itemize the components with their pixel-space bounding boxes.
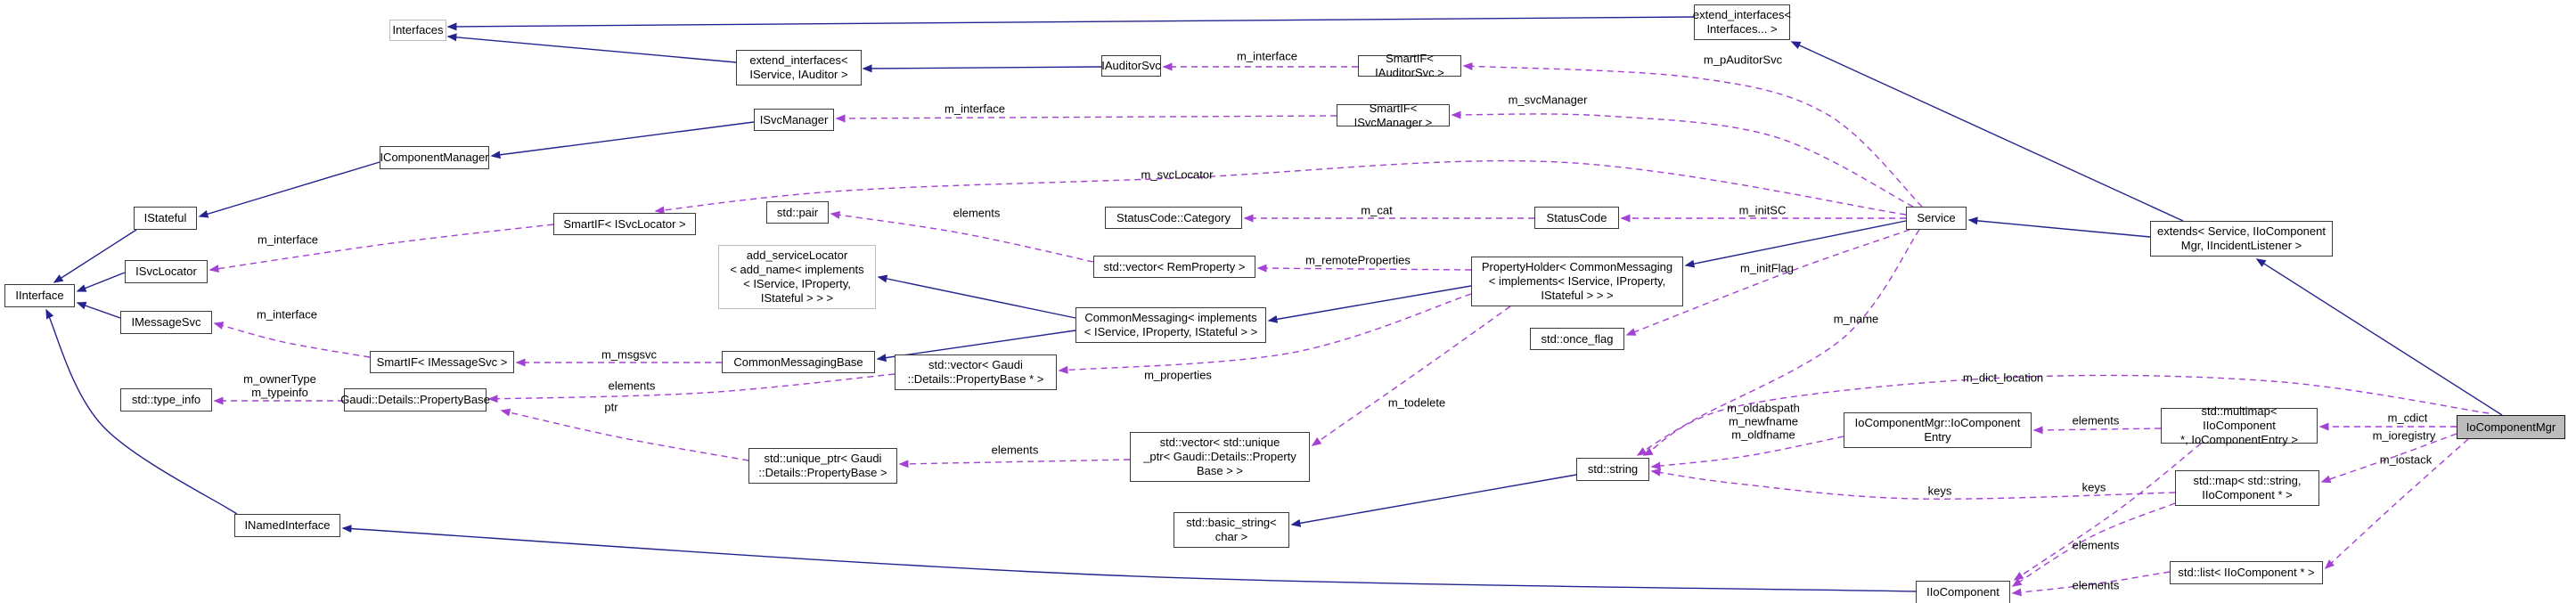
edge-commonmessaging-to-add_servicelocator [877, 274, 1076, 319]
edge-propertyholder-to-vector_remprop [1256, 264, 1472, 273]
edge-istateful-to-iinterface [53, 229, 137, 283]
node-statuscode[interactable]: StatusCode [1534, 207, 1619, 229]
node-vector_remprop[interactable]: std::vector< RemProperty > [1093, 256, 1255, 278]
edge-iocomponentmgr-to-list [2324, 438, 2469, 570]
node-list[interactable]: std::list< IIoComponent * > [2170, 561, 2323, 584]
node-extif_service_auditor[interactable]: extend_interfaces< IService, IAuditor > [736, 50, 862, 86]
edge-icomponentmanager-to-istateful [198, 161, 380, 218]
node-once_flag[interactable]: std::once_flag [1530, 328, 1624, 350]
edge-smartif_svcmanager-to-isvcmanager [835, 114, 1337, 123]
node-map[interactable]: std::map< std::string, IIoComponent * > [2175, 470, 2319, 506]
edge-uniqueptr-to-propertybase [500, 408, 749, 461]
edge-smartif_msgsvc-to-imessagesvc [213, 322, 371, 358]
edge-vector_remprop-to-stdpair [830, 210, 1094, 263]
edge-extif_service_auditor-to-interfaces [446, 33, 737, 63]
node-iinterface[interactable]: IInterface [4, 284, 75, 307]
edge-propertyholder-to-vector_uptr [1311, 306, 1511, 446]
node-extif_interfaces[interactable]: extend_interfaces< Interfaces... > [1693, 4, 1791, 40]
node-iiocomponent[interactable]: IIoComponent [1916, 581, 2010, 603]
node-service[interactable]: Service [1906, 207, 1967, 230]
edge-iocomponentmgr-to-map [2320, 433, 2457, 484]
edge-stdstring-to-basic_string [1290, 474, 1577, 527]
edge-list-to-iiocomponent [2011, 571, 2171, 597]
node-multimap[interactable]: std::multimap< IIoComponent *, IoCompone… [2161, 404, 2318, 446]
edge-iocomponentmgr-to-stdstring [1642, 374, 2490, 456]
edge-service-to-propertyholder [1684, 220, 1907, 268]
edge-extends_service-to-extif_interfaces [1790, 41, 2184, 222]
node-iocomponentmgr[interactable]: IoComponentMgr [2457, 415, 2565, 439]
edge-multimap-to-iiocomponent [2013, 443, 2202, 581]
node-stdstring[interactable]: std::string [1576, 458, 1649, 481]
node-iauditorsvc[interactable]: IAuditorSvc [1101, 55, 1161, 77]
edge-iauditorsvc-to-extif_service_auditor [862, 64, 1102, 73]
node-imessagesvc[interactable]: IMessageSvc [120, 311, 212, 334]
edge-extends_service-to-service [1967, 216, 2151, 238]
edge-isvcmanager-to-icomponentmanager [490, 121, 755, 159]
node-smartif_svclocator[interactable]: SmartIF< ISvcLocator > [553, 213, 696, 235]
edge-map-to-stdstring [1650, 468, 2176, 500]
edge-ioentry-to-stdstring [1650, 436, 1844, 470]
edge-iiocomponent-to-namedinterface [341, 525, 1917, 592]
node-propertybase[interactable]: Gaudi::Details::PropertyBase [340, 388, 490, 412]
edge-service-to-stdstring [1636, 229, 1920, 456]
node-extends_service[interactable]: extends< Service, IIoComponent Mgr, IInc… [2150, 221, 2333, 257]
node-typeinfo[interactable]: std::type_info [120, 388, 212, 412]
edge-extif_interfaces-to-interfaces [446, 16, 1695, 31]
node-basic_string[interactable]: std::basic_string< char > [1174, 512, 1289, 548]
edge-propertyholder-to-commonmessaging [1267, 285, 1472, 323]
edge-iocomponentmgr-to-extends_service [2255, 258, 2503, 416]
node-add_servicelocator[interactable]: add_serviceLocator < add_name< implement… [718, 245, 876, 309]
node-isvcmanager[interactable]: ISvcManager [754, 109, 834, 131]
edge-namedinterface-to-iinterface [45, 308, 238, 515]
edge-isvclocator-to-iinterface [76, 272, 126, 292]
edge-propertyholder-to-vector_pb [1058, 293, 1472, 374]
edge-map-to-iiocomponent [2011, 502, 2176, 587]
edge-vector_pb-to-propertybase [487, 373, 895, 403]
node-ioentry[interactable]: IoComponentMgr::IoComponent Entry [1844, 412, 2032, 448]
edge-smartif_svclocator-to-isvclocator [209, 224, 554, 273]
edge-imessagesvc-to-iinterface [76, 301, 121, 319]
node-vector_uptr[interactable]: std::vector< std::unique _ptr< Gaudi::De… [1130, 432, 1310, 482]
edge-vector_uptr-to-uniqueptr [898, 459, 1131, 469]
node-istateful[interactable]: IStateful [134, 207, 197, 230]
edge-multimap-to-ioentry [2032, 426, 2162, 435]
node-icomponentmanager[interactable]: IComponentManager [380, 146, 489, 169]
node-namedinterface[interactable]: INamedInterface [234, 514, 340, 537]
node-smartif_auditorsvc[interactable]: SmartIF< IAuditorSvc > [1358, 52, 1461, 79]
node-stdpair[interactable]: std::pair [766, 201, 829, 224]
edge-service-to-smartif_svcmanager [1451, 110, 1914, 208]
node-interfaces[interactable]: Interfaces [389, 20, 446, 41]
node-propertyholder[interactable]: PropertyHolder< CommonMessaging < implem… [1471, 257, 1683, 306]
edge-service-to-smartif_svclocator [654, 159, 1907, 216]
node-commonmessaging[interactable]: CommonMessaging< implements < IService, … [1075, 307, 1266, 343]
edge-commonmessaging-to-cmbase [876, 330, 1076, 363]
node-cmbase[interactable]: CommonMessagingBase [722, 351, 875, 373]
edge-service-to-smartif_auditorsvc [1462, 61, 1923, 208]
node-smartif_svcmanager[interactable]: SmartIF< ISvcManager > [1337, 102, 1450, 129]
node-uniqueptr[interactable]: std::unique_ptr< Gaudi ::Details::Proper… [748, 448, 897, 484]
node-sc_category[interactable]: StatusCode::Category [1105, 207, 1242, 229]
node-isvclocator[interactable]: ISvcLocator [125, 260, 208, 283]
node-vector_pb[interactable]: std::vector< Gaudi ::Details::PropertyBa… [895, 354, 1057, 390]
node-smartif_msgsvc[interactable]: SmartIF< IMessageSvc > [370, 351, 514, 373]
